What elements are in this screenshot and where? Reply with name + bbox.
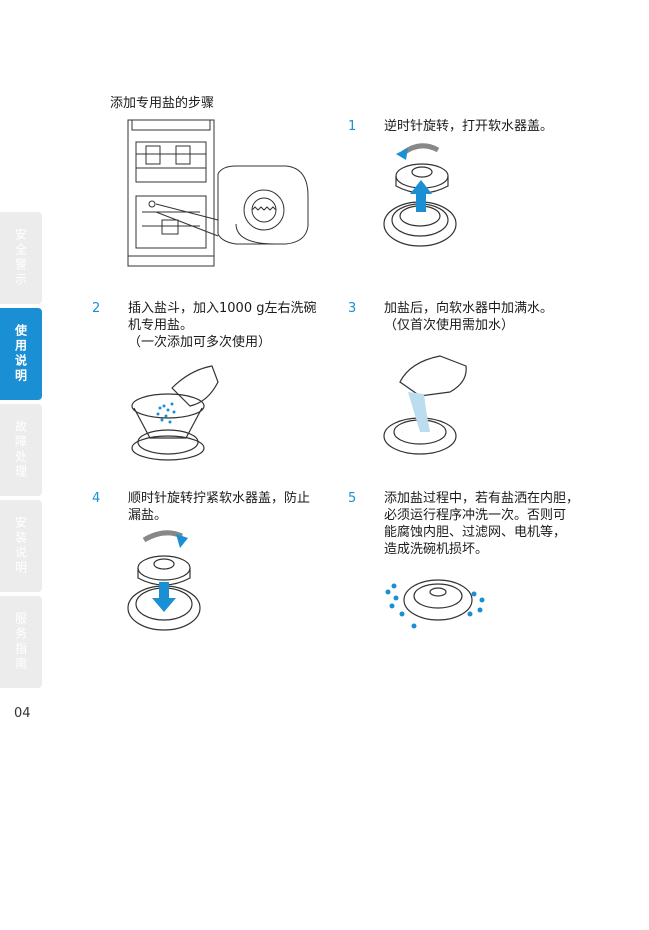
sidebar-tab-label: 服务指南: [13, 612, 28, 672]
step-2-insert-salt-figure: [128, 362, 224, 462]
step-number: 1: [348, 119, 357, 134]
page-number: 04: [14, 706, 31, 721]
dishwasher-overview-figure: [126, 116, 312, 270]
step-4-close-cap-figure: [124, 528, 214, 634]
step-number: 4: [92, 491, 101, 506]
sidebar-tab-label: 使用说明: [13, 324, 28, 384]
step-note: （仅首次使用需加水）: [384, 318, 515, 333]
step-text: 必须运行程序冲洗一次。否则可: [384, 508, 567, 523]
step-number: 3: [348, 301, 357, 316]
step-text: 顺时针旋转拧紧软水器盖，防止: [128, 491, 311, 506]
step-text: 添加盐过程中，若有盐洒在内胆，: [384, 491, 580, 506]
step-text: 机专用盐。: [128, 318, 194, 333]
sidebar-tab-troubleshooting[interactable]: 故障处理: [0, 404, 42, 496]
sidebar-tab-label: 故障处理: [13, 420, 28, 480]
step-text: 造成洗碗机损坏。: [384, 542, 489, 557]
step-text: 插入盐斗，加入1000 g左右洗碗: [128, 301, 317, 316]
step-number: 5: [348, 491, 357, 506]
step-1: 1 逆时针旋转，打开软水器盖。: [348, 118, 554, 135]
step-text: 漏盐。: [128, 508, 168, 523]
step-number: 2: [92, 301, 101, 316]
step-4: 4 顺时针旋转拧紧软水器盖，防止 漏盐。: [92, 490, 311, 524]
sidebar-tab-service[interactable]: 服务指南: [0, 596, 42, 688]
step-text: 能腐蚀内胆、过滤网、电机等，: [384, 525, 567, 540]
sidebar-tab-label: 安全警示: [13, 228, 28, 288]
step-note: （一次添加可多次使用）: [128, 335, 272, 350]
sidebar-tab-usage[interactable]: 使用说明: [0, 308, 42, 400]
sidebar-tab-label: 安装说明: [13, 516, 28, 576]
step-text: 逆时针旋转，打开软水器盖。: [384, 119, 554, 134]
sidebar-tab-safety[interactable]: 安全警示: [0, 212, 42, 304]
step-text: 加盐后，向软水器中加满水。: [384, 301, 554, 316]
step-3-add-water-figure: [380, 352, 476, 462]
step-3: 3 加盐后，向软水器中加满水。 （仅首次使用需加水）: [348, 300, 554, 334]
sidebar-tab-installation[interactable]: 安装说明: [0, 500, 42, 592]
step-5: 5 添加盐过程中，若有盐洒在内胆， 必须运行程序冲洗一次。否则可 能腐蚀内胆、过滤…: [348, 490, 580, 558]
sidebar-nav: 安全警示 使用说明 故障处理 安装说明 服务指南: [0, 212, 42, 692]
step-1-open-cap-figure: [380, 140, 470, 250]
step-5-spill-figure: [382, 570, 492, 636]
step-2: 2 插入盐斗，加入1000 g左右洗碗 机专用盐。 （一次添加可多次使用）: [92, 300, 317, 351]
section-title: 添加专用盐的步骤: [110, 96, 215, 111]
